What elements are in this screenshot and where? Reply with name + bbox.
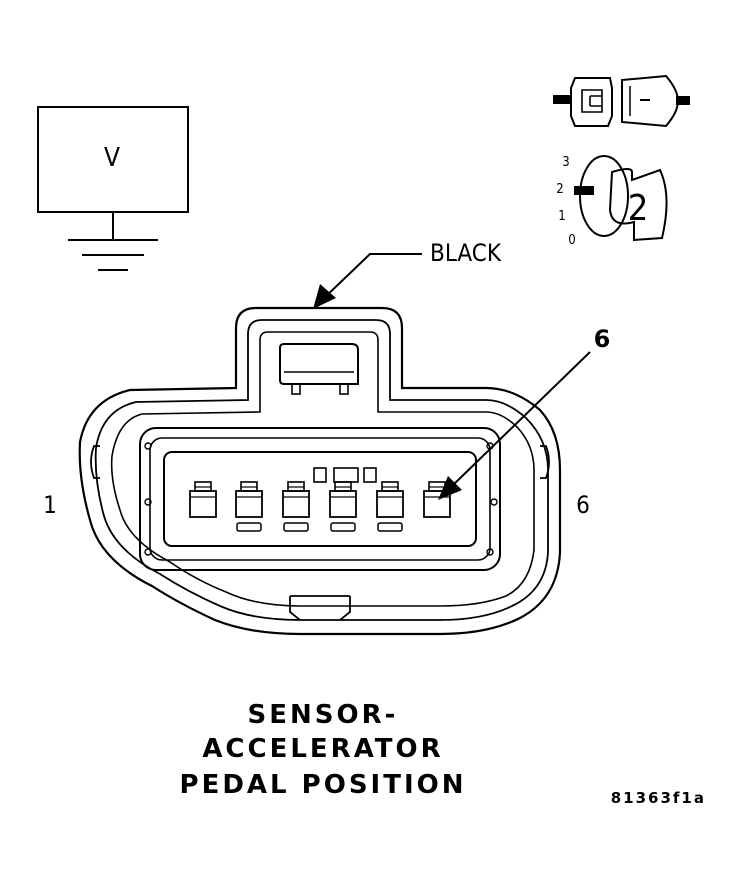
title-line-2: ACCELERATOR bbox=[202, 734, 443, 764]
figure-id: 81363f1a bbox=[611, 789, 706, 807]
corner-hole-mr bbox=[490, 498, 498, 506]
terminal-slot-4 bbox=[330, 522, 356, 532]
key-slot-1 bbox=[313, 467, 327, 483]
side-latches bbox=[90, 445, 550, 479]
terminal-slot-2 bbox=[236, 522, 262, 532]
corner-hole-br bbox=[486, 548, 494, 556]
lock-foot-left bbox=[291, 383, 301, 395]
voltage-ground-symbol: V bbox=[37, 106, 189, 271]
terminal-frame-outer bbox=[139, 427, 501, 571]
connector-outer-shell bbox=[78, 306, 562, 636]
connector-mating-icon bbox=[553, 74, 690, 128]
plug-terminal bbox=[581, 89, 603, 113]
lock-foot-right bbox=[339, 383, 349, 395]
terminal-cavity-1 bbox=[189, 481, 217, 518]
view-tab bbox=[608, 168, 668, 242]
cavity-callout-leader bbox=[451, 351, 591, 487]
bottom-key bbox=[289, 595, 351, 621]
cavity-callout-number: 6 bbox=[594, 325, 611, 353]
scale-tick-3: 3 bbox=[562, 155, 569, 170]
wire-color-leader bbox=[321, 253, 422, 301]
terminal-cavity-3 bbox=[282, 481, 310, 532]
connector-shell-inner bbox=[94, 319, 549, 621]
wire-stub-left bbox=[553, 95, 571, 104]
corner-hole-ml bbox=[144, 498, 152, 506]
lock-tab bbox=[279, 343, 359, 385]
cavity-callout-arrowhead bbox=[438, 476, 462, 500]
title-line-1: SENSOR- bbox=[248, 700, 399, 730]
pointer-marker bbox=[574, 186, 594, 195]
plug-half bbox=[570, 77, 613, 127]
voltage-label: V bbox=[104, 143, 120, 173]
title-line-3: PEDAL POSITION bbox=[180, 770, 467, 800]
rotation-disk bbox=[579, 155, 629, 237]
wire-color-callout: BLACK bbox=[313, 239, 502, 309]
corner-hole-tl bbox=[144, 442, 152, 450]
terminal-row bbox=[189, 481, 451, 532]
terminal-slot-5 bbox=[377, 522, 403, 532]
pin-label-left: 1 bbox=[43, 491, 57, 519]
corner-hole-bl bbox=[144, 548, 152, 556]
terminal-slot-3 bbox=[283, 522, 309, 532]
terminal-cavity-area bbox=[163, 451, 477, 547]
cavity-callout: 6 bbox=[438, 325, 610, 500]
scale-tick-0: 0 bbox=[568, 233, 575, 248]
terminal-cavity-4 bbox=[329, 481, 357, 532]
wire-color-arrowhead bbox=[313, 284, 336, 309]
view-number: 2 bbox=[628, 188, 649, 229]
connector-body bbox=[78, 306, 562, 636]
key-slot-3 bbox=[363, 467, 377, 483]
terminal-cavity-2 bbox=[235, 481, 263, 532]
wire-stub-right bbox=[676, 96, 690, 105]
scale-tick-1: 1 bbox=[558, 209, 565, 224]
connector-seal bbox=[110, 331, 535, 607]
terminal-cavity-5 bbox=[376, 481, 404, 532]
view-scale-icon: 3 2 1 0 2 bbox=[556, 155, 668, 248]
pin-label-right: 6 bbox=[576, 491, 590, 519]
scale-tick-2: 2 bbox=[556, 182, 563, 197]
key-slot-2 bbox=[333, 467, 359, 483]
wire-color-label: BLACK bbox=[430, 239, 502, 267]
